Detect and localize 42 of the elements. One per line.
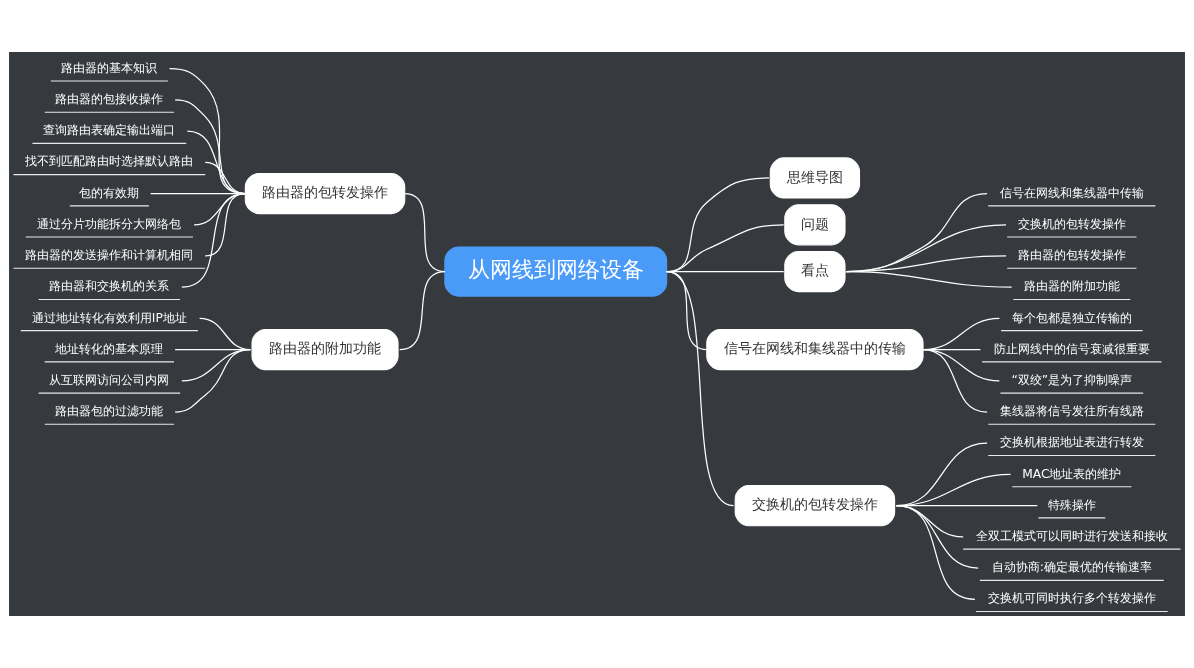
node-text: 自动协商:确定最优的传输速率 bbox=[991, 560, 1152, 575]
connector bbox=[666, 270, 735, 507]
node-text: 路由器的包接收操作 bbox=[55, 92, 164, 107]
node-text: 路由器的基本知识 bbox=[61, 60, 158, 75]
node-text: 从互联网访问公司内网 bbox=[49, 372, 170, 387]
connector bbox=[895, 505, 976, 600]
node-box: 路由器的附加功能 bbox=[251, 329, 399, 371]
node-box: 交换机的包转发操作 bbox=[734, 485, 896, 527]
node-box: 问题 bbox=[784, 204, 846, 246]
node-text: “双绞”是为了抑制噪声 bbox=[1011, 372, 1133, 387]
node-text: MAC地址表的维护 bbox=[1022, 466, 1122, 481]
node-text: 通过分片功能拆分大网络包 bbox=[37, 216, 182, 231]
node-text: 全双工模式可以同时进行发送和接收 bbox=[975, 528, 1168, 543]
node-text: 特殊操作 bbox=[1047, 497, 1096, 512]
node-text: 信号在网线和集线器中传输 bbox=[999, 185, 1144, 200]
node-box: 思维导图 bbox=[769, 157, 861, 199]
node-text: 交换机根据地址表进行转发 bbox=[999, 435, 1144, 450]
node-text: 集线器将信号发往所有线路 bbox=[999, 404, 1144, 419]
node-text: 路由器的附加功能 bbox=[1023, 279, 1120, 294]
connector bbox=[922, 349, 988, 413]
node-text: 交换机可同时执行多个转发操作 bbox=[987, 591, 1156, 606]
node-box: 从网线到网络设备 bbox=[444, 246, 668, 297]
node-text: 交换机的包转发操作 bbox=[1017, 216, 1126, 231]
node-text: 每个包都是独立传输的 bbox=[1011, 310, 1132, 325]
connector bbox=[174, 349, 251, 413]
node-text: 通过地址转化有效利用IP地址 bbox=[31, 310, 187, 325]
node-text: 路由器的发送操作和计算机相同 bbox=[25, 248, 194, 263]
node-box: 看点 bbox=[784, 250, 846, 293]
node-box: 路由器的包转发操作 bbox=[244, 172, 406, 215]
node-text: 防止网线中的信号衰减很重要 bbox=[993, 341, 1150, 356]
node-text: 查询路由表确定输出端口 bbox=[43, 123, 176, 138]
node-text: 路由器和交换机的关系 bbox=[49, 279, 170, 294]
node-text: 地址转化的基本原理 bbox=[55, 341, 164, 356]
connector bbox=[181, 192, 246, 288]
connector bbox=[399, 270, 446, 351]
node-text: 路由器的包转发操作 bbox=[1017, 248, 1126, 263]
connector bbox=[845, 270, 1013, 288]
node-text: 包的有效期 bbox=[79, 185, 140, 200]
node-box: 信号在网线和集线器中的传输 bbox=[706, 329, 924, 371]
node-text: 路由器包的过滤功能 bbox=[55, 404, 164, 419]
connector bbox=[204, 192, 246, 257]
node-text: 找不到匹配路由时选择默认路由 bbox=[25, 154, 194, 169]
